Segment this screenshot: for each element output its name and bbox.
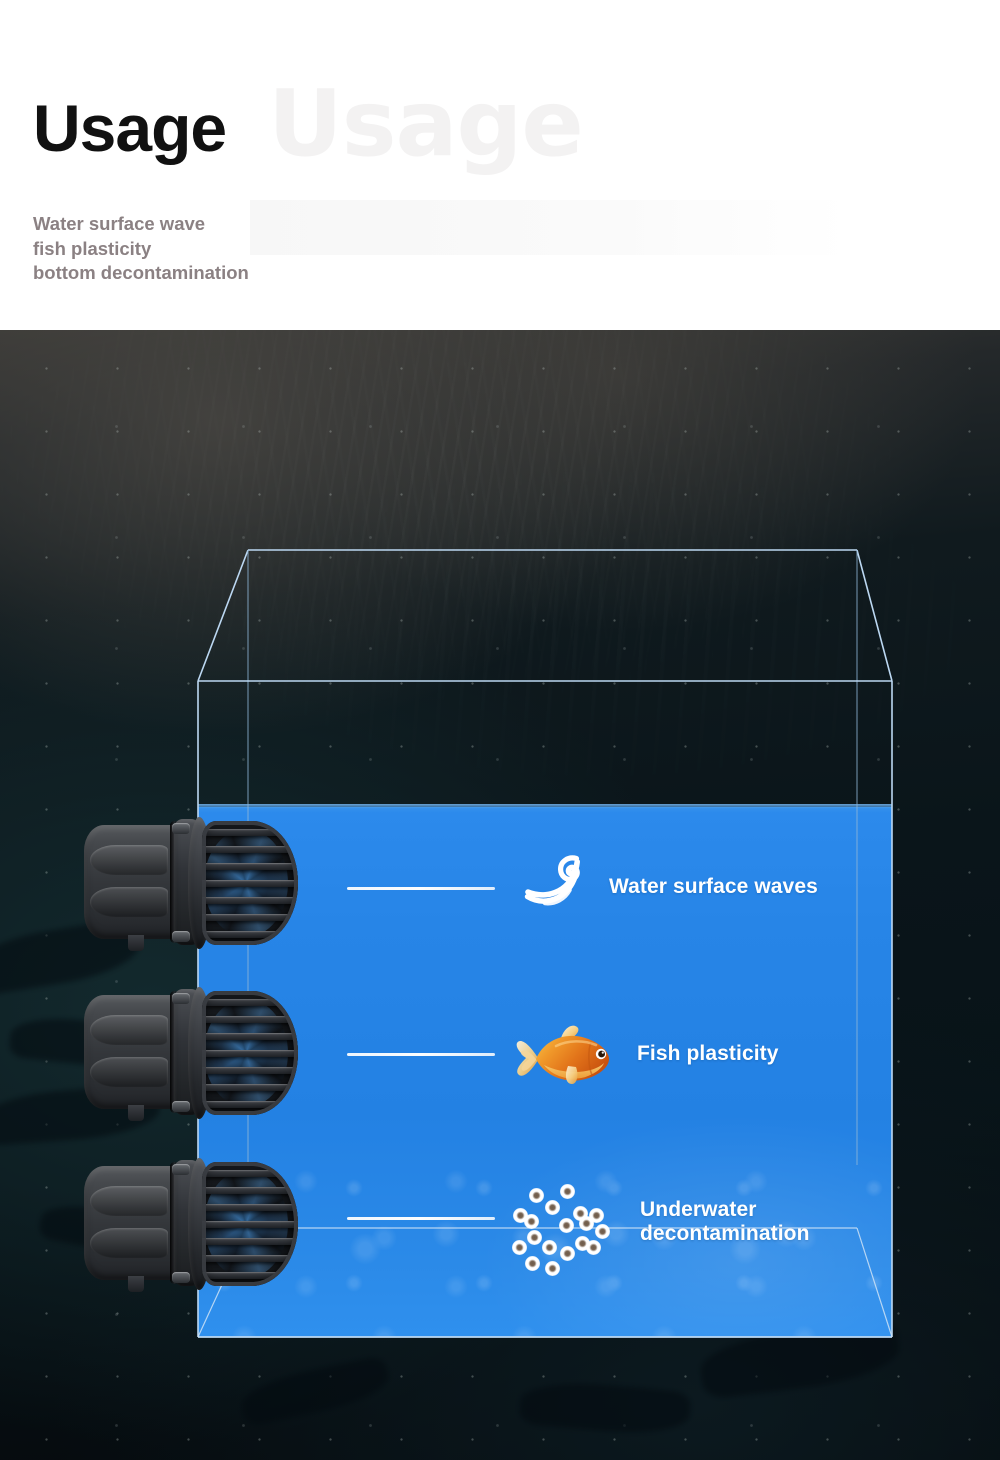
debris-particle: [560, 1246, 575, 1261]
pump-bracket-tab: [172, 1164, 190, 1175]
grille-slat: [202, 897, 298, 904]
grille-slat: [202, 1204, 298, 1211]
grille-slat: [202, 1084, 298, 1091]
grille-slat: [202, 880, 298, 887]
feature-label-underwater-decontamination: Underwater decontamination: [640, 1198, 810, 1246]
grille-slat: [202, 1255, 298, 1262]
goldfish-icon: [516, 1018, 616, 1098]
page-title: Usage: [33, 91, 227, 165]
underwater-scene: Water surface waves: [0, 330, 1000, 1460]
leader-line-water-surface-waves: [347, 887, 495, 890]
grille-slat: [202, 829, 298, 836]
grille-slat: [202, 1187, 298, 1194]
grille-slat: [202, 999, 298, 1006]
pump-intake-grille: [202, 821, 298, 945]
pump-intake-grille: [202, 1162, 298, 1286]
pump-housing-flute: [90, 1015, 168, 1045]
pump-grille-rim: [202, 821, 298, 945]
debris-particle: [559, 1218, 574, 1233]
grille-slat: [202, 1016, 298, 1023]
debris-particle: [512, 1240, 527, 1255]
subtitle-block: Water surface wave fish plasticity botto…: [33, 212, 249, 286]
pump-housing-flute: [90, 845, 168, 875]
pump-mount-foot: [128, 1105, 144, 1121]
subtitle-line-1: Water surface wave: [33, 213, 206, 234]
pump-bracket-tab: [172, 823, 190, 834]
pump-housing: [84, 995, 184, 1109]
grille-slat: [202, 1067, 298, 1074]
wave-curl-icon: [519, 852, 597, 914]
grille-slat: [202, 1050, 298, 1057]
grille-slat: [202, 914, 298, 921]
debris-particle: [589, 1208, 604, 1223]
grille-slat: [202, 1221, 298, 1228]
header-section: Usage Usage Water surface wave fish plas…: [0, 0, 1000, 330]
debris-particles-icon: [503, 1178, 615, 1276]
grille-slat: [202, 846, 298, 853]
debris-particle: [524, 1214, 539, 1229]
debris-particle: [529, 1188, 544, 1203]
feature-label-water-surface-waves: Water surface waves: [609, 875, 818, 898]
leader-line-fish-plasticity: [347, 1053, 495, 1056]
debris-particle: [560, 1184, 575, 1199]
debris-particle: [545, 1200, 560, 1215]
pump-bracket-tab: [172, 1101, 190, 1112]
pump-bracket-tab: [172, 993, 190, 1004]
pump-mount-foot: [128, 1276, 144, 1292]
pump-grille-rim: [202, 1162, 298, 1286]
debris-particle: [595, 1224, 610, 1239]
pump-housing: [84, 1166, 184, 1280]
grille-slat: [202, 1238, 298, 1245]
debris-particle: [586, 1240, 601, 1255]
pump-housing: [84, 825, 184, 939]
subtitle-line-3: bottom decontamination: [33, 262, 249, 284]
pump-grille-rim: [202, 991, 298, 1115]
grille-slat: [202, 1272, 298, 1279]
watermark-text: Usage: [268, 70, 584, 177]
pump-housing-flute: [90, 1228, 168, 1258]
grille-slat: [202, 1101, 298, 1108]
watermark-band: [250, 200, 850, 255]
pump-housing-flute: [90, 1186, 168, 1216]
pump-housing-flute: [90, 887, 168, 917]
pump-mount-foot: [128, 935, 144, 951]
grille-slat: [202, 1033, 298, 1040]
feature-label-fish-plasticity: Fish plasticity: [637, 1042, 779, 1065]
debris-particle: [545, 1261, 560, 1276]
aquarium-tank: Water surface waves: [0, 330, 1000, 1460]
grille-slat: [202, 863, 298, 870]
debris-particle: [525, 1256, 540, 1271]
subtitle-line-2: fish plasticity: [33, 237, 152, 259]
grille-slat: [202, 1170, 298, 1177]
debris-particle: [542, 1240, 557, 1255]
pump-intake-grille: [202, 991, 298, 1115]
leader-line-underwater-decontamination: [347, 1217, 495, 1220]
grille-slat: [202, 931, 298, 938]
debris-particle: [527, 1230, 542, 1245]
pump-bracket-tab: [172, 931, 190, 942]
pump-bracket-tab: [172, 1272, 190, 1283]
water-surface-line: [198, 804, 892, 813]
pump-housing-flute: [90, 1057, 168, 1087]
